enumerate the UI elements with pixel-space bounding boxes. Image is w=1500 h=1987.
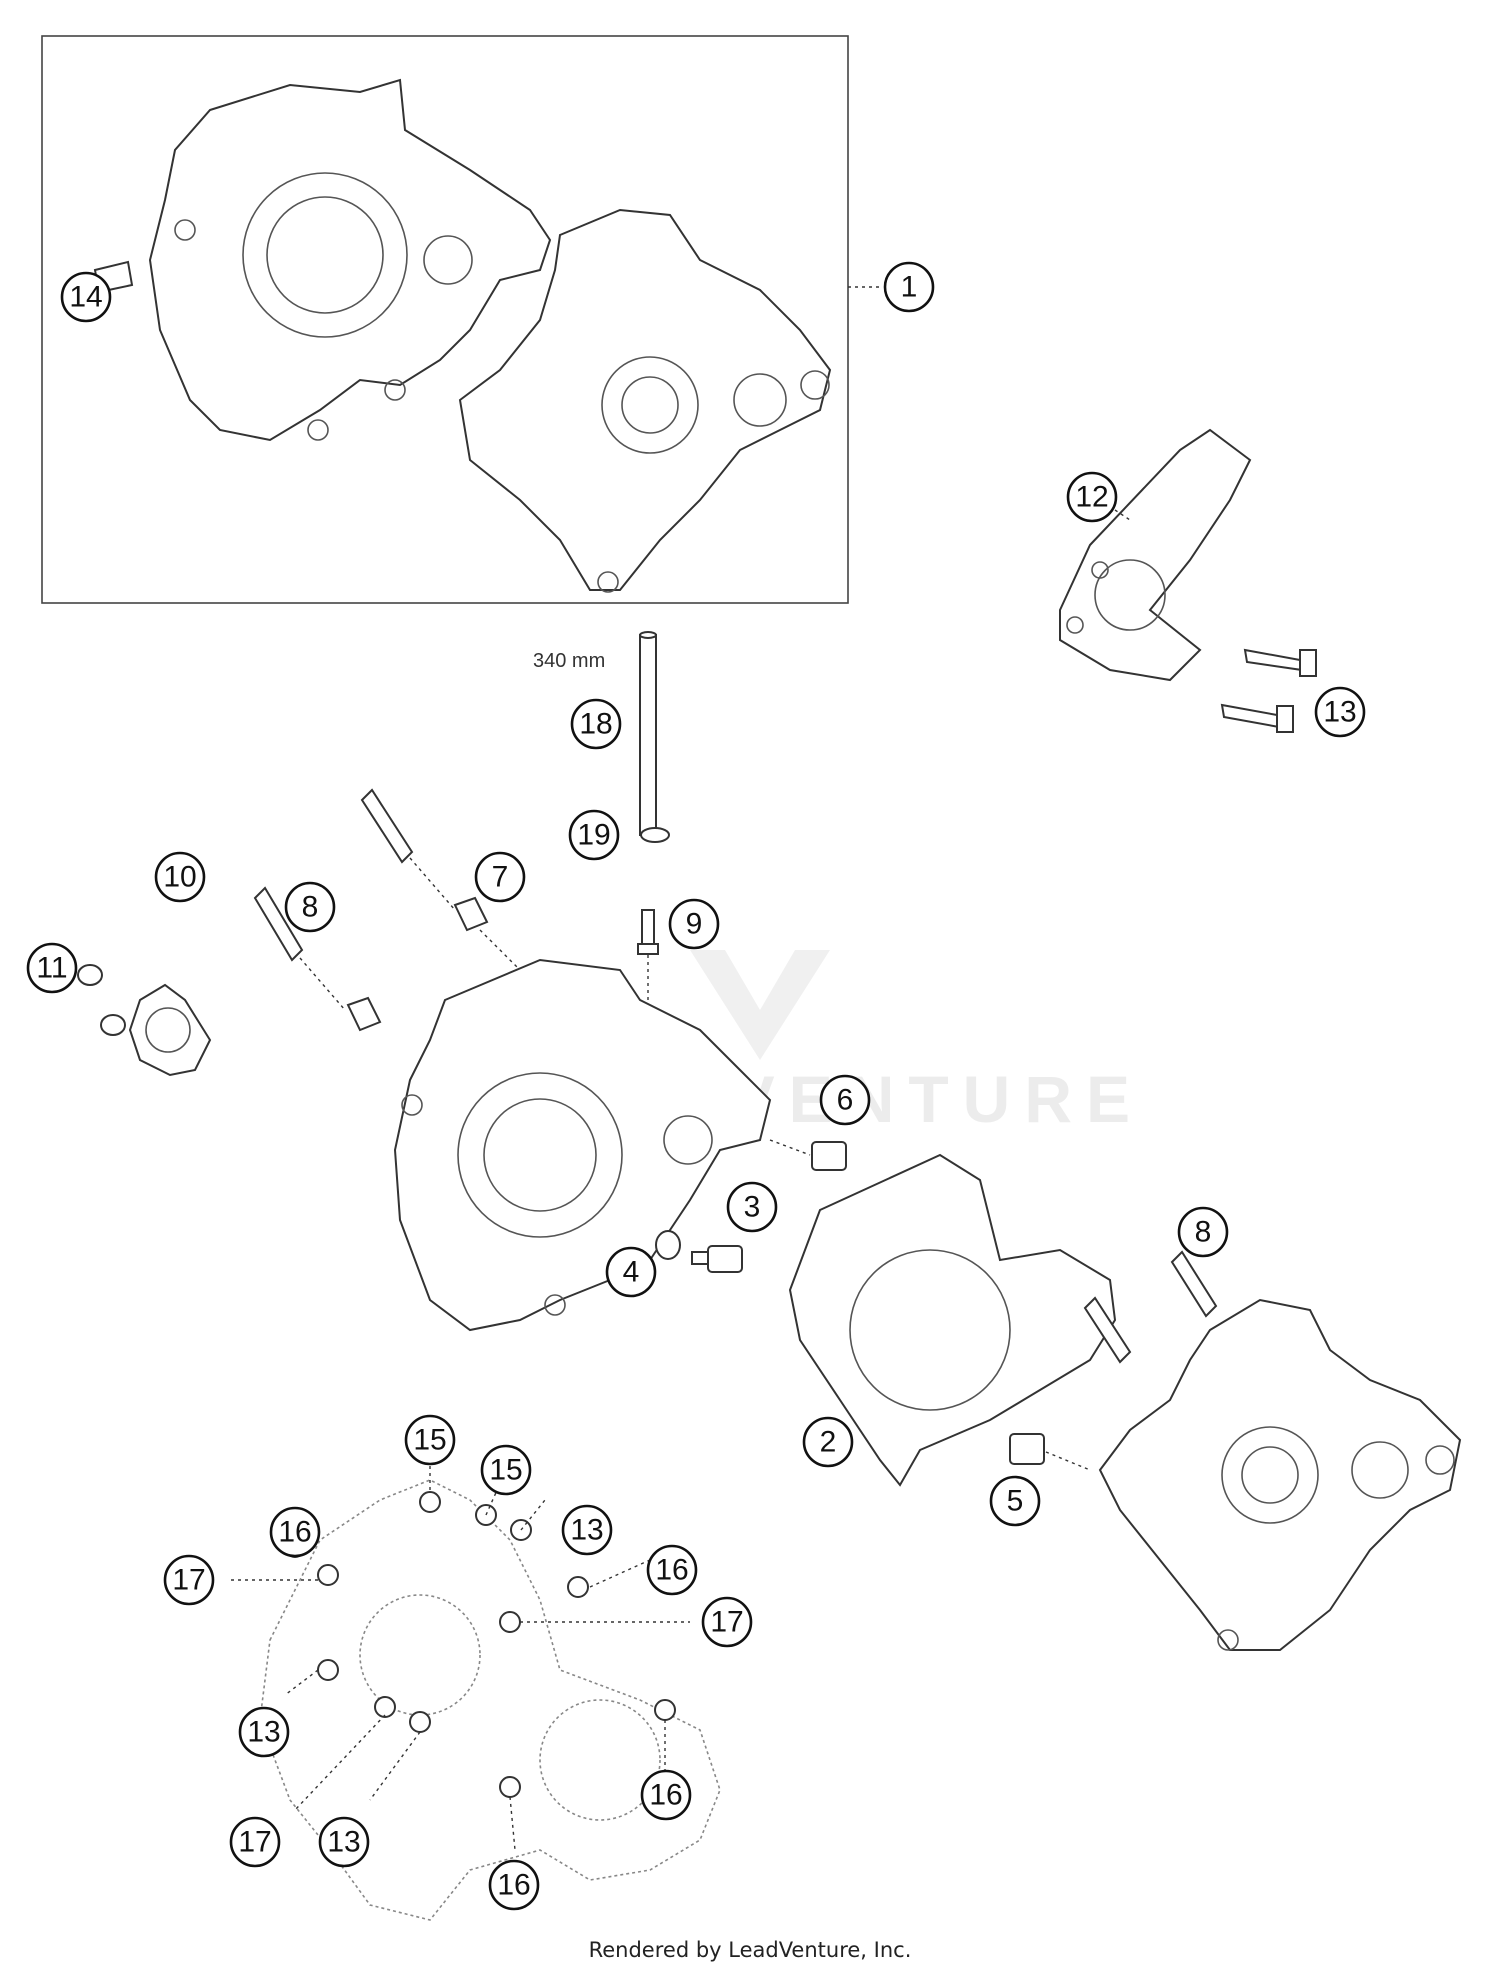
svg-text:13: 13 <box>327 1826 360 1859</box>
dimension-label-group: 340 mm <box>533 650 605 672</box>
bushing-6 <box>769 1139 847 1171</box>
callout-7: 7 <box>474 851 526 903</box>
callout-11: 11 <box>26 942 78 994</box>
callout-13-lower: 13 <box>318 1816 370 1868</box>
svg-text:6: 6 <box>837 1084 854 1117</box>
callout-17-lower: 17 <box>229 1816 281 1868</box>
gasket-2 <box>788 1153 1117 1487</box>
svg-text:2: 2 <box>820 1426 837 1459</box>
callout-2: 2 <box>802 1416 854 1468</box>
svg-text:7: 7 <box>492 861 509 894</box>
gasket-10 <box>128 983 212 1077</box>
svg-text:5: 5 <box>1007 1485 1024 1518</box>
callout-3: 3 <box>726 1181 778 1233</box>
svg-text:12: 12 <box>1075 481 1108 514</box>
callout-12: 12 <box>1066 471 1118 523</box>
bolts-13-upper <box>1220 648 1317 733</box>
callout-16-lower-right: 16 <box>640 1769 692 1821</box>
callout-15-left: 15 <box>404 1414 456 1466</box>
crankcase-left-half-top <box>93 78 552 442</box>
callout-6: 6 <box>819 1074 871 1126</box>
svg-text:1: 1 <box>901 271 918 304</box>
callout-5: 5 <box>989 1475 1041 1527</box>
svg-text:10: 10 <box>163 861 196 894</box>
svg-text:19: 19 <box>577 819 610 852</box>
dimension-label: 340 mm <box>533 650 605 672</box>
clamp-19 <box>640 827 670 843</box>
svg-text:3: 3 <box>744 1191 761 1224</box>
callout-9: 9 <box>668 898 720 950</box>
callout-13-upper-right: 13 <box>561 1504 613 1556</box>
washer-4 <box>655 1230 681 1260</box>
svg-text:8: 8 <box>302 891 319 924</box>
svg-text:16: 16 <box>649 1779 682 1812</box>
callout-1: 1 <box>883 261 935 313</box>
callout-17-left: 17 <box>163 1554 215 1606</box>
screws-11 <box>77 964 126 1036</box>
callout-13-lower-left: 13 <box>238 1706 290 1758</box>
dowels-8-right <box>1083 1250 1218 1364</box>
callout-13-upper: 13 <box>1314 686 1366 738</box>
svg-text:11: 11 <box>36 952 67 985</box>
crankcase-left-half-middle <box>393 958 772 1332</box>
callout-18: 18 <box>570 698 622 750</box>
svg-text:13: 13 <box>247 1716 280 1749</box>
part-12-cover <box>1059 428 1252 682</box>
rod-18 <box>639 631 657 836</box>
callout-10: 10 <box>154 851 206 903</box>
plug-3 <box>691 1245 743 1273</box>
svg-text:13: 13 <box>570 1514 603 1547</box>
footer-credit: Rendered by LeadVenture, Inc. <box>588 1938 912 1962</box>
svg-text:16: 16 <box>278 1516 311 1549</box>
callout-16-right: 16 <box>646 1544 698 1596</box>
svg-text:16: 16 <box>655 1554 688 1587</box>
callout-16-bottom: 16 <box>488 1859 540 1911</box>
svg-text:17: 17 <box>172 1564 205 1597</box>
svg-text:18: 18 <box>579 708 612 741</box>
crankcase-set-box <box>41 35 849 604</box>
svg-text:13: 13 <box>1323 696 1356 729</box>
crankcase-cover-lower <box>259 1479 721 1921</box>
callout-8-left: 8 <box>284 881 336 933</box>
svg-text:8: 8 <box>1195 1216 1212 1249</box>
svg-text:17: 17 <box>238 1826 271 1859</box>
callout-16-upper-left: 16 <box>269 1506 321 1558</box>
leader-lines <box>230 286 1131 1851</box>
svg-text:16: 16 <box>497 1869 530 1902</box>
callout-15-right: 15 <box>480 1444 532 1496</box>
svg-text:17: 17 <box>710 1606 743 1639</box>
bushing-5 <box>1009 1433 1091 1471</box>
svg-text:9: 9 <box>686 908 703 941</box>
svg-text:4: 4 <box>623 1256 640 1289</box>
crankcase-right-half-top <box>458 208 832 593</box>
crankcase-right-half-lower <box>1098 1298 1462 1651</box>
dowels-7-8 <box>253 788 521 1032</box>
svg-text:15: 15 <box>413 1424 446 1457</box>
callout-19: 19 <box>568 809 620 861</box>
callout-4: 4 <box>605 1246 657 1298</box>
callout-14: 14 <box>60 271 112 323</box>
callout-17-right: 17 <box>701 1596 753 1648</box>
svg-text:15: 15 <box>489 1454 522 1487</box>
svg-text:14: 14 <box>69 281 102 314</box>
callout-8-right: 8 <box>1177 1206 1229 1258</box>
